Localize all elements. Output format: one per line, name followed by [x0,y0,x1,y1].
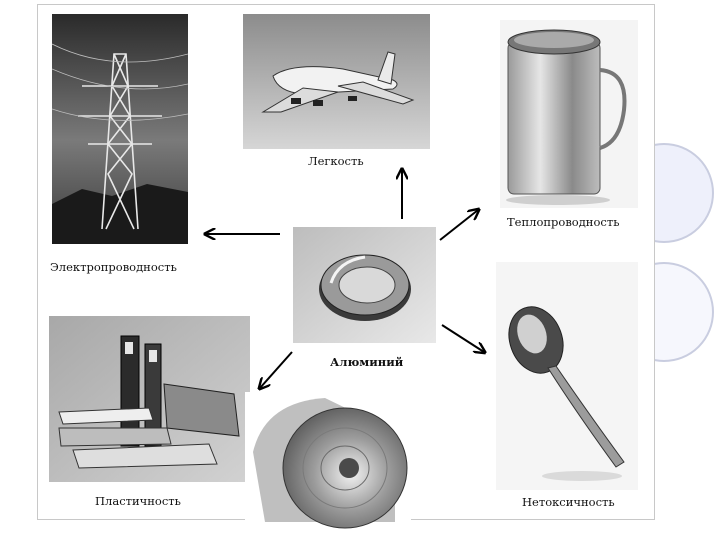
caption-plasticity: Пластичность [95,494,181,508]
caption-non-toxicity: Нетоксичность [522,495,615,509]
center-label-aluminum: Алюминий [330,355,404,369]
foil-roll-icon [245,392,411,532]
power-line-tower-icon [52,14,188,244]
airplane-icon [243,14,430,149]
caption-thermal-conductivity: Теплопроводность [507,215,620,229]
caption-electroconductivity: Электропроводность [50,260,177,274]
caption-lightness: Легкость [308,154,364,168]
aluminum-ring-icon [293,227,436,343]
aluminum-mug-icon [500,20,638,208]
spoon-icon [496,262,638,490]
aluminum-profiles-icon [49,316,250,482]
